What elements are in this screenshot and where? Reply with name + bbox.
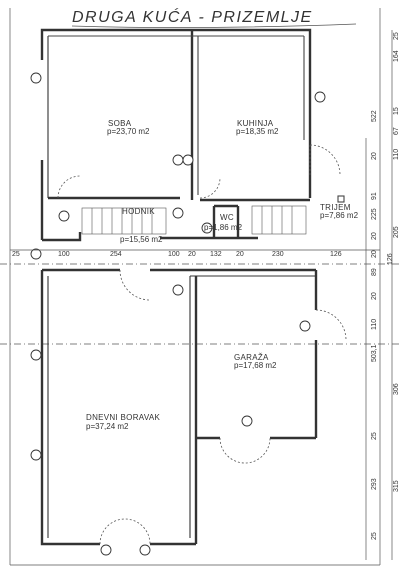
dimension-label: 126 [387,253,394,265]
dimension-label: 20 [188,251,196,258]
dimension-label: 205 [393,226,400,238]
door-kuhinja [199,177,221,199]
dimensions-horizontal: 25 100 254 100 20 132 20 230 126 [12,251,342,258]
dimension-label: 126 [330,251,342,258]
door-hodnik-boravak [119,269,151,301]
upper-walls [40,28,312,242]
room-soba-area: p=23,70 m2 [107,127,150,136]
room-kuhinja-name: KUHINJA [237,119,274,128]
dimension-label: 25 [371,432,378,440]
dimension-label: 132 [210,251,222,258]
dimension-label: 20 [371,232,378,240]
dimension-label: 100 [168,251,180,258]
room-boravak-name: DNEVNI BORAVAK [86,413,161,422]
room-kuhinja-area: p=18,35 m2 [236,127,279,136]
dimension-label: 25 [12,251,20,258]
room-boravak-area: p=37,24 m2 [86,422,129,431]
room-hodnik-name: HODNIK [122,207,155,216]
dimension-label: 225 [371,208,378,220]
dimensions-right-upper: 25 164 522 15 67 110 20 91 225 20 205 [371,32,400,240]
dimension-label: 25 [393,32,400,40]
dimensions-right-lower: 20 89 20 126 110 503,1 306 25 293 315 25 [371,250,400,540]
stairs-right [251,205,307,235]
dimension-label: 315 [393,480,400,492]
door-garaza-front [219,437,271,464]
dimension-label: 164 [393,50,400,62]
dimension-label: 20 [236,251,244,258]
dimension-label: 91 [371,192,378,200]
dimension-label: 293 [371,478,378,490]
room-wc-name: WC [220,213,234,222]
room-hodnik-area: p=15,56 m2 [120,235,163,244]
room-soba-name: SOBA [108,119,132,128]
room-trijem-name: TRIJEM [320,203,351,212]
room-garaza-name: GARAŽA [234,353,269,362]
dimension-label: 110 [371,319,378,330]
dimension-label: 67 [393,127,400,135]
plan-title: DRUGA KUĆA - PRIZEMLJE [72,7,313,26]
dimension-label: 89 [371,268,378,276]
dimension-label: 25 [371,532,378,540]
dimension-label: 15 [393,107,400,115]
room-garaza-area: p=17,68 m2 [234,361,277,370]
dimension-label: 306 [393,383,400,395]
dimension-label: 110 [393,149,400,160]
room-wc-area: p=1,86 m2 [204,223,243,232]
dimension-label: 522 [371,110,378,122]
dimension-label: 503,1 [371,344,378,362]
room-trijem-area: p=7,86 m2 [320,211,359,220]
dimension-label: 254 [110,251,122,258]
lower-walls [40,268,318,546]
dimension-label: 20 [371,152,378,160]
door-soba [57,175,81,199]
door-boravak-entry [99,518,151,545]
dimension-label: 230 [272,251,284,258]
dimension-label: 20 [371,250,378,258]
dimension-label: 100 [58,251,70,258]
door-trijem [309,144,341,176]
dimension-label: 20 [371,292,378,300]
door-garaza-side [315,309,347,341]
fixtures [30,72,326,556]
stairs-left [81,207,167,235]
